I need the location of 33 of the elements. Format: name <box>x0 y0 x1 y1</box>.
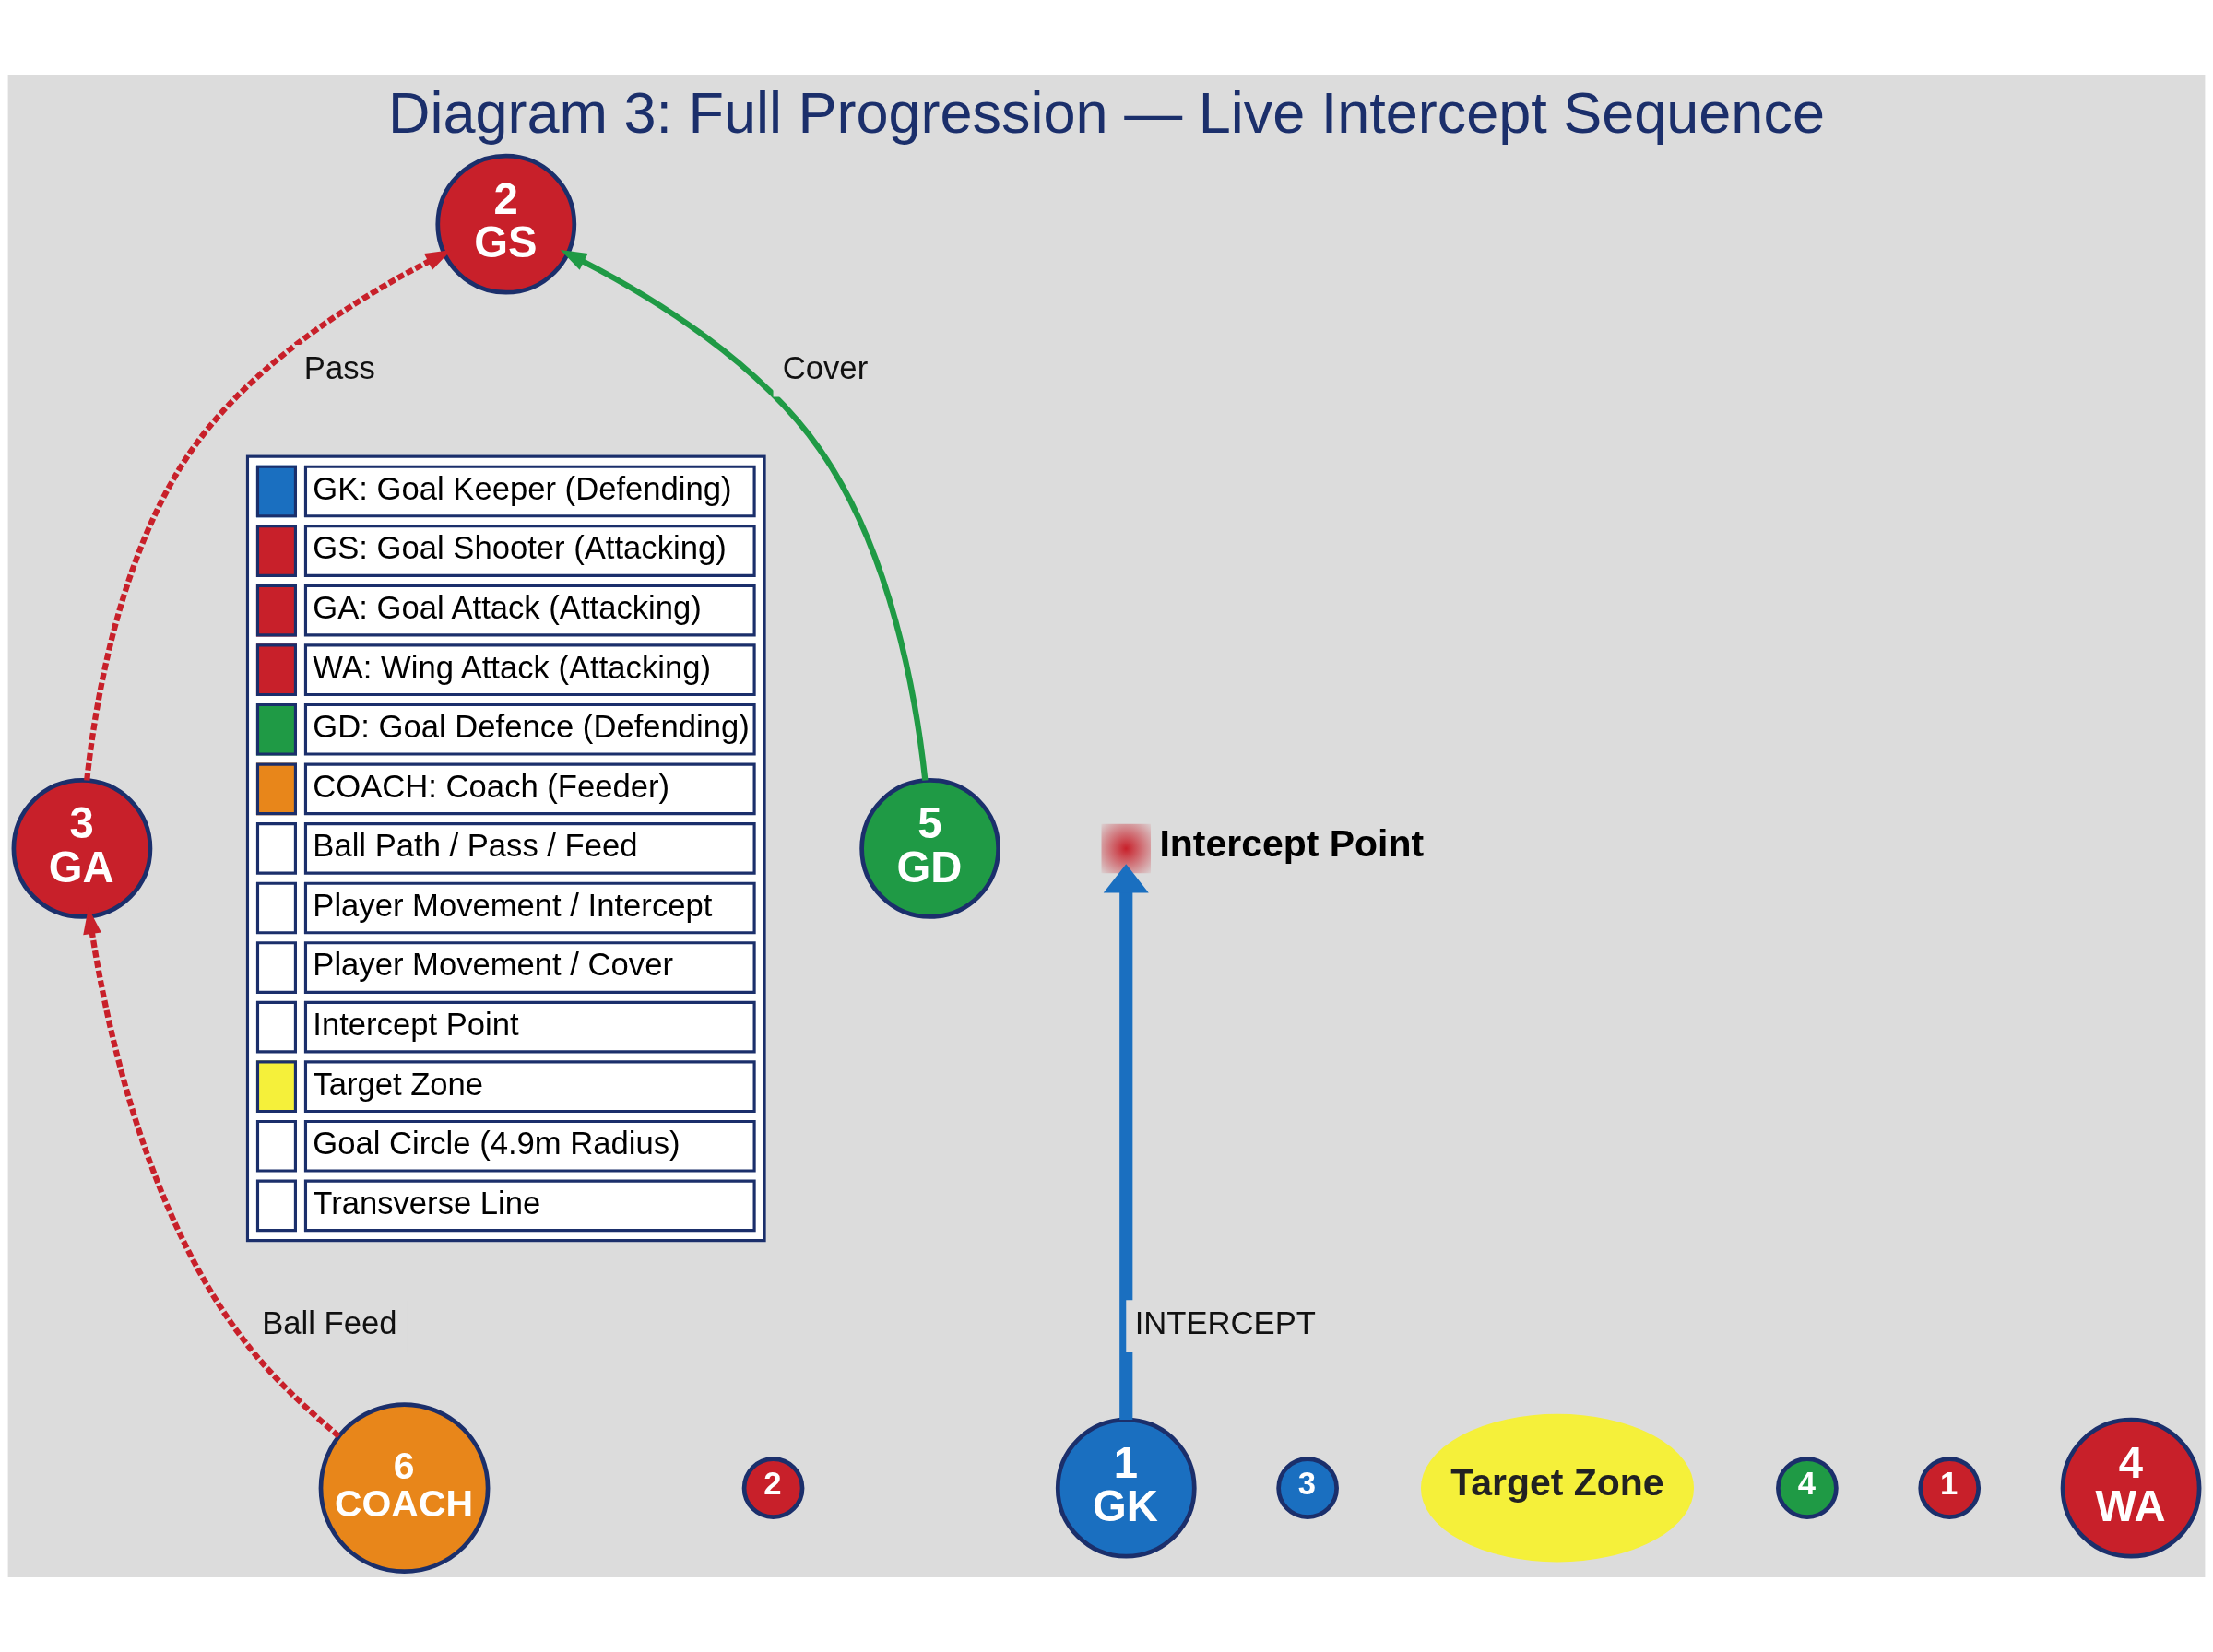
legend-label: GK: Goal Keeper (Defending) <box>313 470 732 506</box>
node-label: Intercept Point <box>1159 821 1425 865</box>
node-circle: 3 <box>1276 1457 1339 1519</box>
legend-label: Ball Path / Pass / Feed <box>313 828 638 864</box>
legend-label: Player Movement / Intercept <box>313 887 713 923</box>
node-ellipse: Target Zone <box>1420 1413 1695 1563</box>
arrow <box>1103 864 1149 1420</box>
legend-label: Player Movement / Cover <box>313 947 673 983</box>
node-cross <box>1101 823 1152 874</box>
legend-label: GA: Goal Attack (Attacking) <box>313 589 702 625</box>
legend-label: Goal Circle (4.9m Radius) <box>313 1126 680 1162</box>
diagram-title: Diagram 3: Full Progression — Live Intercept Sequence <box>388 80 1825 145</box>
edge-label: Cover <box>782 350 869 386</box>
legend-label: Intercept Point <box>313 1006 519 1042</box>
legend-label: GD: Goal Defence (Defending) <box>313 709 750 745</box>
node-circle: 4 WA <box>2060 1417 2202 1559</box>
legend-label: GS: Goal Shooter (Attacking) <box>313 530 727 566</box>
node-circle: 1 <box>1918 1457 1982 1519</box>
arrow <box>560 250 929 781</box>
edge-label: Pass <box>303 350 375 386</box>
legend-label: WA: Wing Attack (Attacking) <box>313 649 711 685</box>
legend-label: COACH: Coach (Feeder) <box>313 768 670 804</box>
node-circle: 4 <box>1776 1457 1839 1519</box>
legend-label: Target Zone <box>313 1066 484 1102</box>
edge-label: Ball Feed <box>262 1305 397 1341</box>
edge-label: INTERCEPT <box>1134 1305 1316 1341</box>
node-circle: 1 GK <box>1055 1417 1197 1559</box>
node-circle: 6 COACH <box>318 1402 491 1575</box>
legend-label: Transverse Line <box>313 1185 541 1221</box>
node-circle: 2 <box>741 1457 805 1519</box>
node-circle: 3 GA <box>11 778 153 919</box>
node-circle: 5 GD <box>859 778 1001 919</box>
node-circle: 2 GS <box>435 153 577 295</box>
